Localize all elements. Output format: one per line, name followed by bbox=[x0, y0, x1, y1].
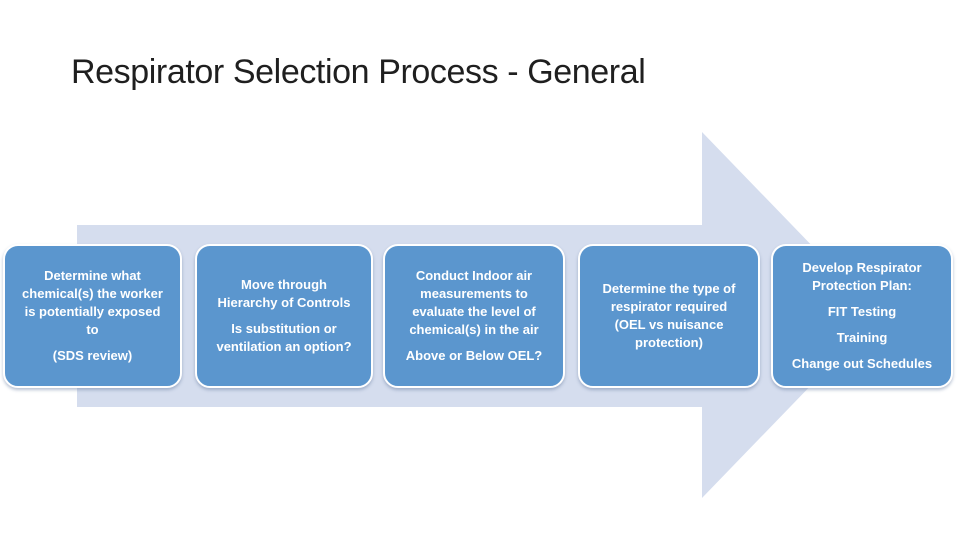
step-text: Determine the type of respirator require… bbox=[602, 281, 736, 350]
step-text: Is substitution or ventilation an option… bbox=[216, 321, 352, 354]
slide-title: Respirator Selection Process - General bbox=[71, 53, 646, 91]
process-step-chemical-exposure: Determine what chemical(s) the worker is… bbox=[3, 244, 182, 388]
process-step-hierarchy-of-controls: Move through Hierarchy of Controls Is su… bbox=[195, 244, 373, 388]
step-text: Above or Below OEL? bbox=[405, 348, 543, 363]
step-text: FIT Testing bbox=[827, 304, 897, 319]
step-text: Conduct Indoor air measurements to evalu… bbox=[409, 268, 539, 337]
process-step-air-measurements: Conduct Indoor air measurements to evalu… bbox=[383, 244, 565, 388]
step-text: (SDS review) bbox=[52, 348, 133, 363]
step-text: Develop Respirator Protection Plan: bbox=[802, 260, 922, 293]
step-text: Training bbox=[836, 330, 888, 345]
process-step-respirator-type: Determine the type of respirator require… bbox=[578, 244, 760, 388]
process-step-protection-plan: Develop Respirator Protection Plan: FIT … bbox=[771, 244, 953, 388]
step-text: Move through Hierarchy of Controls bbox=[217, 277, 351, 310]
step-text: Determine what chemical(s) the worker is… bbox=[22, 268, 163, 337]
step-text: Change out Schedules bbox=[791, 356, 933, 371]
